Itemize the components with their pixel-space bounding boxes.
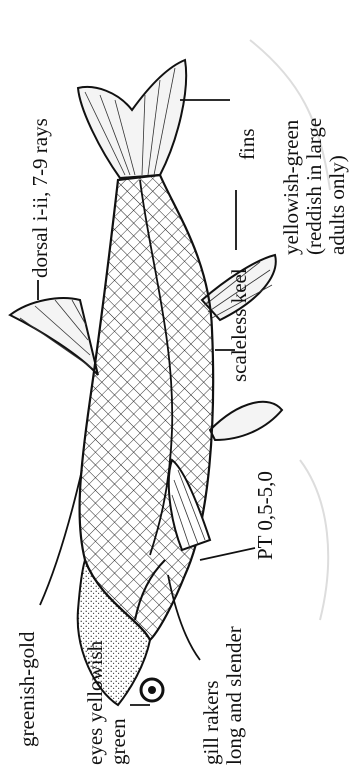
label-fins-color-line1: yellowish-green [280, 118, 303, 255]
label-gill-rakers-line2: long and slender [223, 626, 246, 765]
label-eyes-line2: green [107, 641, 130, 765]
label-fins-color-line2: (reddish in large [303, 118, 326, 255]
label-gill-rakers: gill rakers long and slender [200, 626, 246, 765]
tail-fin [78, 60, 186, 178]
label-eyes-line1: eyes yellowish [84, 641, 107, 765]
label-keel: scaleless keel [228, 268, 251, 382]
label-dorsal: dorsal i-ii, 7-9 rays [29, 118, 52, 278]
leader-pt [200, 548, 255, 560]
label-fins-color-line3: adults only) [326, 118, 349, 255]
label-fins: fins [236, 129, 259, 161]
label-eyes: eyes yellowish green [84, 641, 130, 765]
leader-greenish-gold [40, 470, 82, 605]
fish-body [80, 175, 214, 640]
label-gill-rakers-line1: gill rakers [200, 626, 223, 765]
label-body-color: greenish-gold [16, 632, 39, 747]
label-pt: PT 0,5-5,0 [254, 471, 277, 560]
pupil [148, 686, 156, 694]
pelvic-fin [210, 402, 282, 440]
label-fins-color: yellowish-green (reddish in large adults… [280, 118, 349, 255]
